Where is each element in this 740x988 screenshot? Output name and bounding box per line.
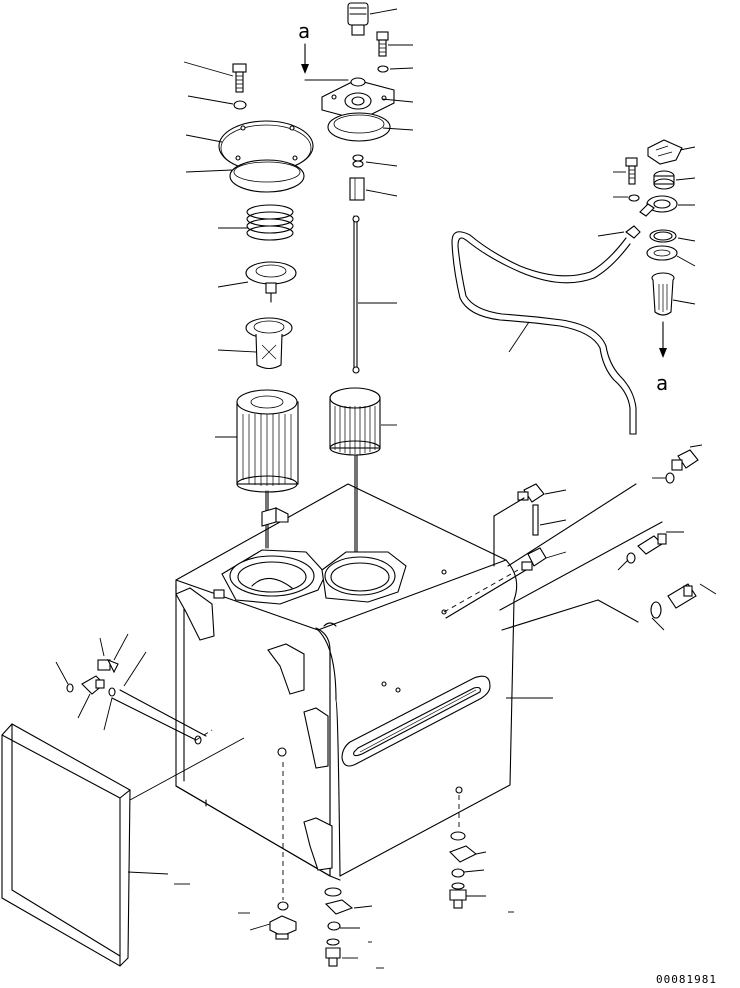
cap-spring xyxy=(352,154,364,168)
hose-clamp xyxy=(625,225,641,239)
elbow-fitting-far xyxy=(671,449,699,471)
cap-washer xyxy=(377,65,389,73)
strainer xyxy=(245,317,293,370)
left-oring-a xyxy=(66,683,74,693)
stay-rod xyxy=(352,215,360,374)
left-oring-b xyxy=(108,687,116,697)
filter-spring xyxy=(246,204,294,241)
mount-right-hardware xyxy=(449,831,478,909)
reference-arrow-a-top: a xyxy=(298,19,349,81)
gasket-small xyxy=(646,245,678,261)
reference-arrow-a-right: a xyxy=(656,321,668,395)
suction-strainer xyxy=(651,272,675,316)
cap-nut xyxy=(349,177,365,201)
drain-washer xyxy=(277,901,289,911)
straight-pipe xyxy=(532,504,539,536)
cover-washer xyxy=(233,100,247,110)
elbow-fitting-top xyxy=(517,483,545,503)
bushing xyxy=(653,170,675,190)
cover-gasket xyxy=(229,159,305,193)
drawing-number: 00081981 xyxy=(656,973,717,986)
oring-switch xyxy=(650,601,662,619)
fill-cap-small xyxy=(647,139,683,165)
filter-element-right xyxy=(329,387,381,456)
mount-right-marker xyxy=(455,786,463,794)
drain-oring xyxy=(277,747,287,757)
cap-flange xyxy=(321,77,395,121)
strainer-flange-small xyxy=(639,195,678,217)
cover-plate xyxy=(218,120,314,172)
small-bolt xyxy=(625,157,638,185)
pressure-switch xyxy=(667,583,697,609)
valve-element xyxy=(245,261,297,303)
cover-bolt xyxy=(232,63,247,93)
elbow-fitting-lower xyxy=(521,547,547,571)
oring-mid xyxy=(626,552,636,564)
small-washer xyxy=(628,194,640,202)
left-tee-fitting xyxy=(81,675,105,695)
mount-left-hardware xyxy=(324,887,354,967)
left-elbow-top xyxy=(97,658,119,674)
oring-far xyxy=(665,472,675,484)
drain-plug xyxy=(269,915,297,940)
filter-element-left xyxy=(236,389,299,493)
svg-text:a: a xyxy=(298,19,310,43)
hydraulic-tank xyxy=(175,483,518,881)
breather-hose xyxy=(451,231,637,435)
oring-large xyxy=(649,229,677,243)
cap-bolt xyxy=(376,31,389,57)
breather-cap xyxy=(347,2,369,36)
connector-fitting xyxy=(637,533,667,555)
cap-gasket xyxy=(327,112,391,142)
side-cover-panel xyxy=(1,723,131,967)
svg-text:a: a xyxy=(656,371,668,395)
